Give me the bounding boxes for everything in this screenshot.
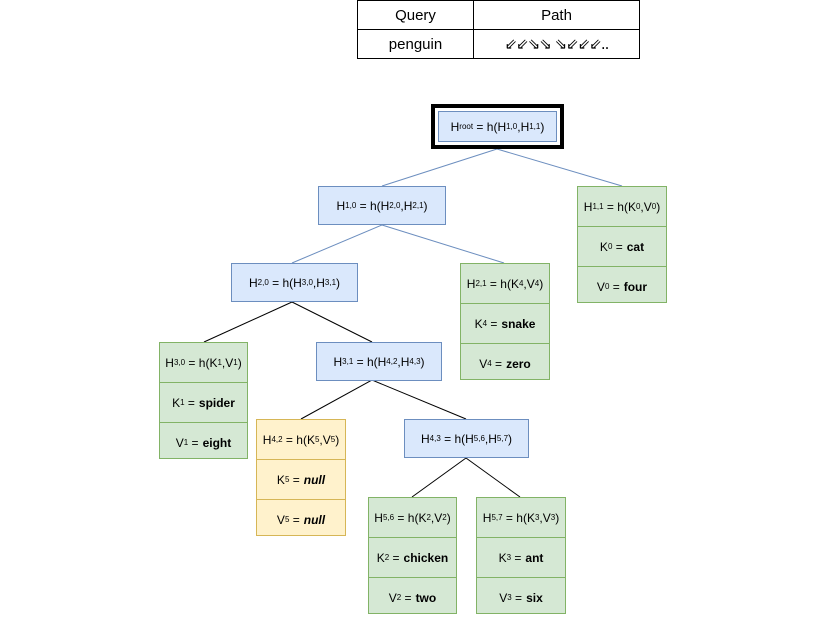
edge-h10-h20: [291, 224, 383, 264]
edge-h20-h31: [291, 301, 373, 343]
edge-h10-h21: [381, 224, 505, 264]
path-header: Path: [473, 0, 640, 30]
edge-h43-h57: [465, 457, 521, 498]
edge-h20-h30: [203, 301, 293, 343]
edge-root-h10: [381, 148, 498, 187]
query-header: Query: [357, 0, 474, 30]
edge-h43-h56: [411, 457, 467, 498]
query-table: Query Path penguin ⇙⇙⇘⇘ ⇘⇙⇙⇙..: [357, 0, 640, 59]
edge-h31-h42: [300, 379, 373, 420]
edge-root-h11: [496, 148, 623, 187]
edge-h31-h43: [371, 379, 467, 420]
path-value: ⇙⇙⇘⇘ ⇘⇙⇙⇙..: [473, 29, 640, 59]
query-value: penguin: [357, 29, 474, 59]
